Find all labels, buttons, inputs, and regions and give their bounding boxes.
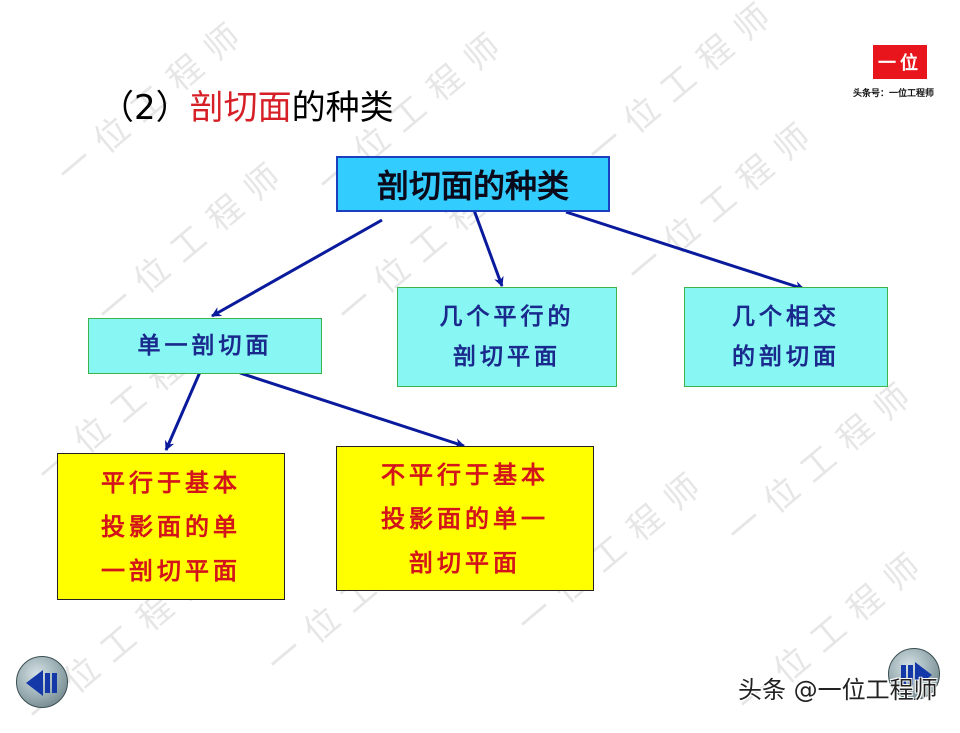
node-not-parallel-to-basic-projection: 不平行于基本 投影面的单一 剖切平面 [336,446,594,591]
node-parallel-section-planes: 几个平行的 剖切平面 [397,287,617,387]
next-slide-button[interactable] [888,648,940,700]
arrow-single-to-parallel-basic [164,371,202,451]
arrow-root-to-intersect [565,210,805,291]
root-node: 剖切面的种类 [336,156,610,212]
node-label-line: 几个平行的 [439,304,575,330]
node-single-section-plane: 单一剖切面 [88,318,322,374]
title-suffix: 的种类 [291,88,394,128]
node-label-line: 几个相交 [732,304,840,330]
arrow-root-to-single [211,218,383,318]
node-parallel-to-basic-projection: 平行于基本 投影面的单 一剖切平面 [57,453,285,600]
node-label-line: 剖切平面 [453,344,561,370]
logo-caption: 头条号：一位工程师 [853,89,935,99]
node-label-line: 的剖切面 [732,344,840,370]
node-intersecting-section-planes: 几个相交 的剖切面 [684,287,888,387]
root-label: 剖切面的种类 [376,167,569,205]
node-label-line: 投影面的单一 [381,504,549,533]
previous-slide-icon [26,670,57,696]
node-label-line: 投影面的单 [101,512,241,541]
slide-title: （2）剖切面的种类 [100,80,394,129]
title-highlight: 剖切面 [189,88,292,128]
previous-slide-button[interactable] [16,656,68,708]
footer-credit: 头条 @一位工程师 [738,676,938,704]
brand-logo: 一位 [873,45,927,79]
node-label-line: 平行于基本 [101,468,241,497]
title-prefix: （2） [100,88,190,128]
arrow-single-to-nonparallel-basic [239,371,465,448]
node-label-line: 不平行于基本 [381,460,549,489]
logo-text: 一位 [878,53,922,74]
node-label-line: 一剖切平面 [101,556,241,585]
node-label: 单一剖切面 [137,333,273,359]
next-slide-icon [901,662,932,688]
node-label-line: 剖切平面 [409,548,521,577]
arrow-root-to-parallel [472,209,504,287]
